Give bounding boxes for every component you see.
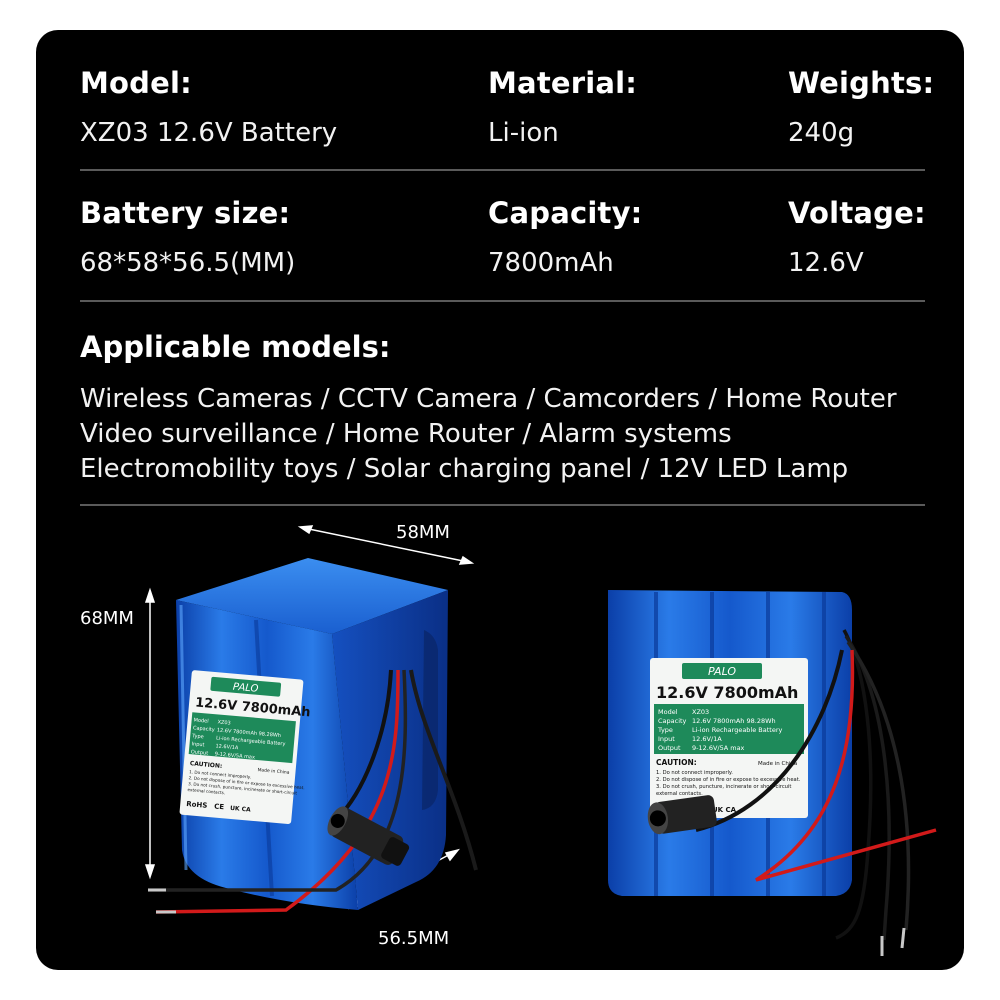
applicable-line: Wireless Cameras / CCTV Camera / Camcord…: [80, 384, 897, 414]
label-brand-right: PALO: [708, 665, 736, 678]
applicable-title: Applicable models:: [80, 330, 391, 364]
dimension-height-label: 68MM: [80, 608, 134, 629]
svg-text:CAUTION:: CAUTION:: [190, 760, 223, 770]
dimension-width-label: 58MM: [396, 522, 450, 543]
spec-model-value: XZ03 12.6V Battery: [80, 118, 338, 148]
svg-text:Capacity: Capacity: [658, 717, 687, 725]
svg-text:Model: Model: [193, 717, 208, 724]
svg-text:12.6V 7800mAh 98.28Wh: 12.6V 7800mAh 98.28Wh: [217, 727, 282, 739]
label-brand-left: PALO: [232, 682, 258, 695]
svg-text:CAUTION:: CAUTION:: [656, 758, 697, 767]
svg-text:XZ03: XZ03: [692, 708, 709, 716]
spec-capacity-label: Capacity:: [488, 196, 643, 230]
svg-text:Li-ion Rechargeable Battery: Li-ion Rechargeable Battery: [692, 726, 783, 734]
spec-capacity-value: 7800mAh: [488, 248, 614, 278]
spec-battery-size: Battery size: 68*58*56.5(MM): [80, 196, 295, 278]
svg-text:12.6V/1A: 12.6V/1A: [215, 743, 239, 751]
label-headline-right: 12.6V 7800mAh: [656, 683, 798, 702]
spec-material-value: Li-ion: [488, 118, 559, 148]
svg-text:UK CA: UK CA: [230, 805, 252, 814]
spec-weights-value: 240g: [788, 118, 855, 148]
svg-text:3. Do not crush, puncture, inc: 3. Do not crush, puncture, incinerate or…: [656, 784, 791, 790]
divider: [80, 504, 925, 506]
svg-text:1. Do not connect improperly.: 1. Do not connect improperly.: [656, 770, 733, 776]
divider: [80, 169, 925, 171]
svg-text:1. Do not connect improperly.: 1. Do not connect improperly.: [189, 769, 251, 779]
spec-battery-size-label: Battery size:: [80, 196, 291, 230]
applicable-line: Electromobility toys / Solar charging pa…: [80, 454, 849, 484]
battery-illustration: PALO 12.6V 7800mAh Model XZ03 Capacity 1…: [144, 525, 937, 956]
svg-text:Made in China: Made in China: [758, 761, 797, 767]
svg-text:Capacity: Capacity: [193, 725, 215, 733]
spec-model-label: Model:: [80, 66, 192, 100]
svg-text:external contacts.: external contacts.: [187, 787, 225, 795]
svg-text:RoHS: RoHS: [186, 800, 208, 810]
svg-text:external contacts.: external contacts.: [656, 791, 703, 797]
svg-text:Made in China: Made in China: [257, 767, 290, 776]
spec-weights-label: Weights:: [788, 66, 935, 100]
svg-text:CE: CE: [214, 802, 225, 811]
dimension-depth-label: 56.5MM: [378, 928, 450, 949]
svg-text:Type: Type: [191, 733, 204, 740]
svg-text:2. Do not dispose of in fire o: 2. Do not dispose of in fire or expose t…: [656, 777, 801, 783]
svg-text:9-12.6V/5A max: 9-12.6V/5A max: [692, 744, 745, 752]
svg-text:12.6V 7800mAh 98.28Wh: 12.6V 7800mAh 98.28Wh: [692, 717, 776, 725]
svg-text:Output: Output: [658, 744, 681, 752]
svg-text:Type: Type: [657, 726, 673, 734]
svg-text:XZ03: XZ03: [217, 719, 231, 726]
svg-text:UK CA: UK CA: [712, 806, 737, 814]
svg-text:Input: Input: [191, 741, 204, 748]
svg-text:Output: Output: [191, 749, 209, 756]
svg-text:9-12.6V/5A max: 9-12.6V/5A max: [214, 751, 255, 760]
spec-voltage-label: Voltage:: [788, 196, 926, 230]
svg-text:12.6V/1A: 12.6V/1A: [692, 735, 722, 743]
divider: [80, 300, 925, 302]
spec-battery-size-value: 68*58*56.5(MM): [80, 248, 296, 278]
spec-voltage-value: 12.6V: [788, 248, 864, 278]
spec-material-label: Material:: [488, 66, 638, 100]
spec-material: Material: Li-ion: [488, 66, 637, 148]
spec-weights: Weights: 240g: [788, 66, 934, 148]
spec-model: Model: XZ03 12.6V Battery: [80, 66, 337, 148]
battery-pack-right: PALO 12.6V 7800mAh Model XZ03 Capacity 1…: [608, 590, 937, 956]
spec-capacity: Capacity: 7800mAh: [488, 196, 642, 278]
applicable-line: Video surveillance / Home Router / Alarm…: [80, 419, 732, 449]
spec-voltage: Voltage: 12.6V: [788, 196, 926, 278]
svg-text:Input: Input: [658, 735, 675, 743]
spec-card: Model: XZ03 12.6V Battery Material: Li-i…: [36, 30, 964, 970]
battery-pack-left: PALO 12.6V 7800mAh Model XZ03 Capacity 1…: [148, 558, 478, 914]
svg-text:Model: Model: [658, 708, 678, 716]
